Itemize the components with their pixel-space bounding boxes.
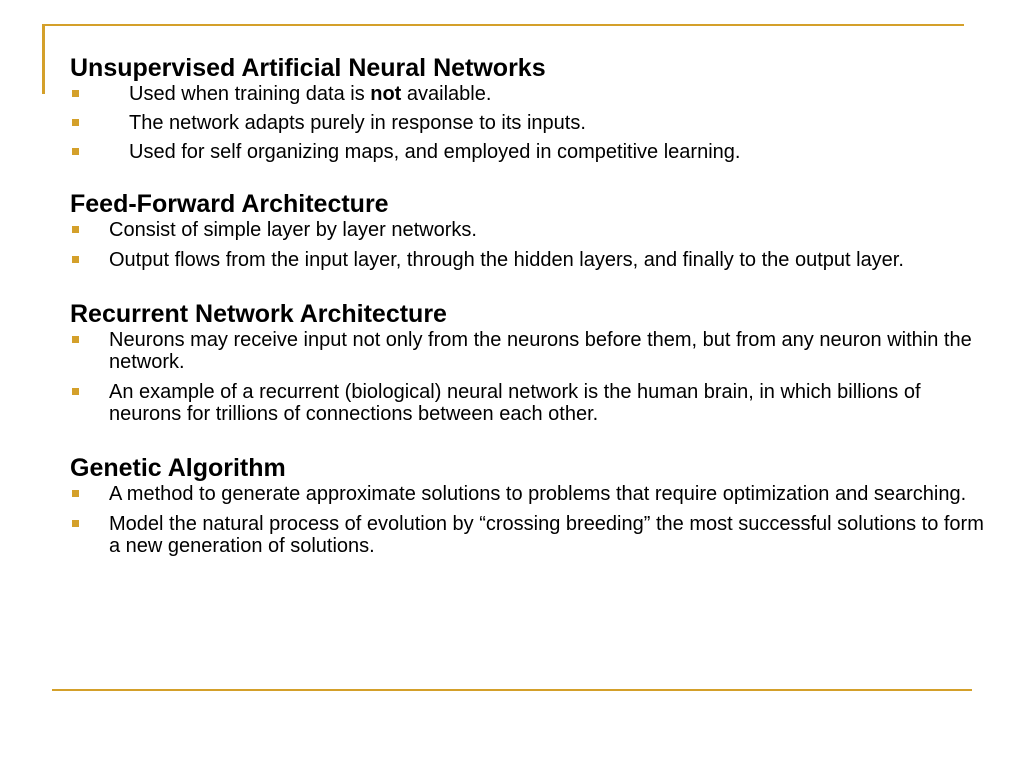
- bullet-text: A method to generate approximate solutio…: [109, 483, 967, 505]
- list-item: A method to generate approximate solutio…: [70, 483, 990, 505]
- square-bullet-icon: [72, 148, 79, 155]
- section-heading: Recurrent Network Architecture: [70, 300, 447, 328]
- slide-content: Unsupervised Artificial Neural Networks …: [70, 53, 990, 565]
- bullet-text: Used for self organizing maps, and emplo…: [129, 141, 741, 163]
- bullet-text: An example of a recurrent (biological) n…: [109, 381, 921, 425]
- list-item: Used for self organizing maps, and emplo…: [70, 141, 990, 163]
- section-unsupervised: Unsupervised Artificial Neural Networks …: [70, 53, 990, 163]
- bullet-text: Neurons may receive input not only from …: [109, 329, 972, 373]
- bullet-text: Model the natural process of evolution b…: [109, 513, 984, 557]
- square-bullet-icon: [72, 90, 79, 97]
- list-item: Output flows from the input layer, throu…: [70, 249, 990, 271]
- decorative-top-rule: [42, 24, 964, 26]
- square-bullet-icon: [72, 490, 79, 497]
- bullet-list: Neurons may receive input not only from …: [70, 329, 990, 425]
- list-item: An example of a recurrent (biological) n…: [70, 381, 990, 425]
- bullet-list: A method to generate approximate solutio…: [70, 483, 990, 557]
- decorative-bottom-rule: [52, 689, 972, 691]
- list-item: Consist of simple layer by layer network…: [70, 219, 990, 241]
- section-genetic: Genetic Algorithm A method to generate a…: [70, 453, 990, 557]
- section-heading: Feed-Forward Architecture: [70, 190, 389, 218]
- list-item: The network adapts purely in response to…: [70, 112, 990, 134]
- square-bullet-icon: [72, 336, 79, 343]
- bullet-list: Consist of simple layer by layer network…: [70, 219, 990, 271]
- section-heading: Genetic Algorithm: [70, 454, 286, 482]
- bullet-text: Output flows from the input layer, throu…: [109, 249, 904, 271]
- decorative-left-rule: [42, 24, 45, 94]
- bullet-text: Consist of simple layer by layer network…: [109, 219, 477, 241]
- square-bullet-icon: [72, 388, 79, 395]
- section-recurrent: Recurrent Network Architecture Neurons m…: [70, 299, 990, 425]
- bullet-text: available.: [401, 83, 492, 105]
- bullet-text: Used when training data is: [129, 83, 371, 105]
- section-feed-forward: Feed-Forward Architecture Consist of sim…: [70, 189, 990, 271]
- bullet-text: The network adapts purely in response to…: [129, 112, 586, 134]
- section-heading: Unsupervised Artificial Neural Networks: [70, 54, 546, 82]
- bullet-list: Used when training data is not available…: [70, 83, 990, 163]
- list-item: Used when training data is not available…: [70, 83, 990, 105]
- square-bullet-icon: [72, 226, 79, 233]
- square-bullet-icon: [72, 119, 79, 126]
- square-bullet-icon: [72, 256, 79, 263]
- list-item: Model the natural process of evolution b…: [70, 513, 990, 557]
- bullet-text-bold: not: [370, 83, 402, 105]
- square-bullet-icon: [72, 520, 79, 527]
- list-item: Neurons may receive input not only from …: [70, 329, 990, 373]
